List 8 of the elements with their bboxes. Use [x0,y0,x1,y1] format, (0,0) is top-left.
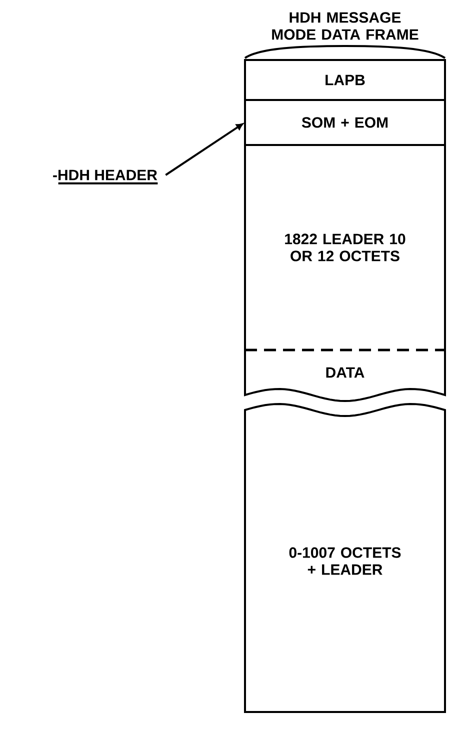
frame-box: 0-1007 OCTETS + LEADER [244,403,446,713]
frame-box: SOM + EOM [244,99,446,146]
frame-box: DATA [244,350,446,402]
arrow [165,123,244,176]
header-label: -HDH HEADER [53,170,158,184]
title: HDH MESSAGE MODE DATA FRAME [272,12,418,40]
frame-box: LAPB [244,59,446,101]
frame-box: 1822 LEADER 10 OR 12 OCTETS [244,145,446,352]
